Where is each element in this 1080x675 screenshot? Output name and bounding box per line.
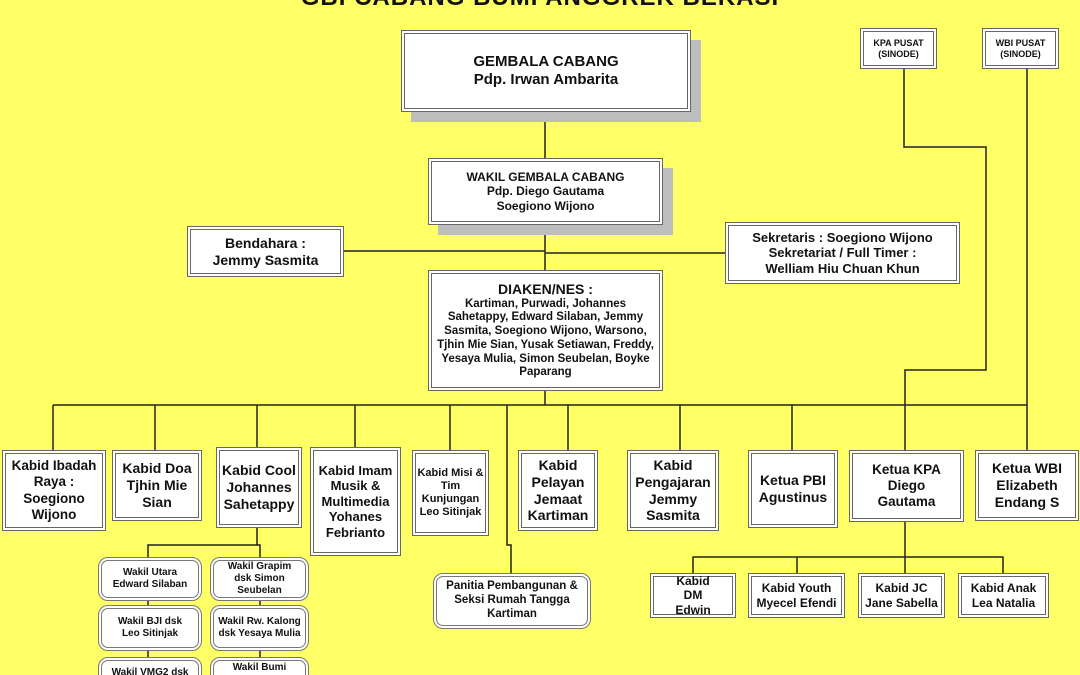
kabid-box: Ketua PBI Agustinus	[748, 450, 838, 528]
gembala-role: GEMBALA CABANG	[473, 53, 619, 70]
wbi-pusat-label: WBI PUSAT	[995, 37, 1046, 48]
line-cool-sub	[147, 527, 258, 675]
wakil-cool-box: Wakil Rw. Kalong dsk Yesaya Mulia	[210, 605, 309, 651]
kpa-child-box: Kabid DM Edwin	[650, 573, 736, 618]
gembala-cabang-box: GEMBALA CABANG Pdp. Irwan Ambarita	[401, 30, 691, 112]
sekretariat-line: Sekretariat / Full Timer :	[768, 245, 917, 261]
diaken-role: DIAKEN/NES :	[498, 280, 593, 297]
wakil-cool-box: Wakil Grapim dsk Simon Seubelan	[210, 557, 309, 601]
wakil-cool-box: Wakil BJI dsk Leo Sitinjak	[98, 605, 202, 651]
kpa-pusat-label: KPA PUSAT	[873, 37, 924, 48]
diaken-box: DIAKEN/NES : Kartiman, Purwadi, Johannes…	[428, 270, 663, 391]
wakil-cool-box: Wakil Utara Edward Silaban	[98, 557, 202, 601]
bendahara-role: Bendahara :	[225, 234, 306, 251]
wakil-name-1: Pdp. Diego Gautama	[486, 184, 605, 199]
diaken-members: Kartiman, Purwadi, Johannes Sahetappy, E…	[437, 297, 654, 379]
sekretaris-box: Sekretaris : Soegiono Wijono Sekretariat…	[725, 222, 960, 284]
wakil-name-2: Soegiono Wijono	[496, 198, 595, 213]
gembala-name: Pdp. Irwan Ambarita	[473, 71, 619, 88]
wakil-role: WAKIL GEMBALA CABANG	[466, 169, 625, 184]
kabid-box: Kabid Pengajaran Jemmy Sasmita	[627, 450, 719, 531]
kabid-box: Kabid Doa Tjhin Mie Sian	[112, 450, 202, 521]
kpa-child-box: Kabid Youth Myecel Efendi	[748, 573, 845, 618]
kabid-box: Kabid Imam Musik & Multimedia Yohanes Fe…	[310, 447, 401, 556]
bendahara-name: Jemmy Sasmita	[212, 251, 319, 268]
ketua-wbi-box: Ketua WBI Elizabeth Endang S	[975, 450, 1079, 521]
kabid-box: Kabid Ibadah Raya : Soegiono Wijono	[2, 450, 106, 531]
wbi-pusat-sub: (SINODE)	[1000, 48, 1041, 59]
kpa-child-box: Kabid Anak Lea Natalia	[958, 573, 1049, 618]
wakil-cool-box: Wakil Bumi	[210, 657, 309, 675]
wakil-cool-box: Wakil VMG2 dsk	[98, 657, 202, 675]
line-kpa-pusat	[903, 68, 987, 450]
line-panitia	[506, 405, 512, 573]
sekretaris-line: Sekretaris : Soegiono Wijono	[752, 229, 933, 245]
kpa-pusat-box: KPA PUSAT (SINODE)	[860, 28, 937, 69]
kpa-pusat-sub: (SINODE)	[878, 48, 919, 59]
kabid-box: Kabid Pelayan Jemaat Kartiman	[518, 450, 598, 531]
kabid-box: Kabid Misi & Tim Kunjungan Leo Sitinjak	[412, 450, 489, 536]
bendahara-box: Bendahara : Jemmy Sasmita	[187, 226, 344, 277]
panitia-box: Panitia Pembangunan & Seksi Rumah Tangga…	[433, 573, 591, 629]
kpa-child-box: Kabid JC Jane Sabella	[858, 573, 945, 618]
fulltimer-name: Welliam Hiu Chuan Khun	[765, 260, 920, 276]
wbi-pusat-box: WBI PUSAT (SINODE)	[982, 28, 1059, 69]
chart-title: GBI CABANG BUMI ANGGREK BEKASI	[0, 0, 1080, 12]
ketua-kpa-box: Ketua KPA Diego Gautama	[849, 450, 964, 522]
wakil-gembala-box: WAKIL GEMBALA CABANG Pdp. Diego Gautama …	[428, 158, 663, 225]
kabid-box: Kabid Cool Johannes Sahetappy	[216, 447, 302, 528]
